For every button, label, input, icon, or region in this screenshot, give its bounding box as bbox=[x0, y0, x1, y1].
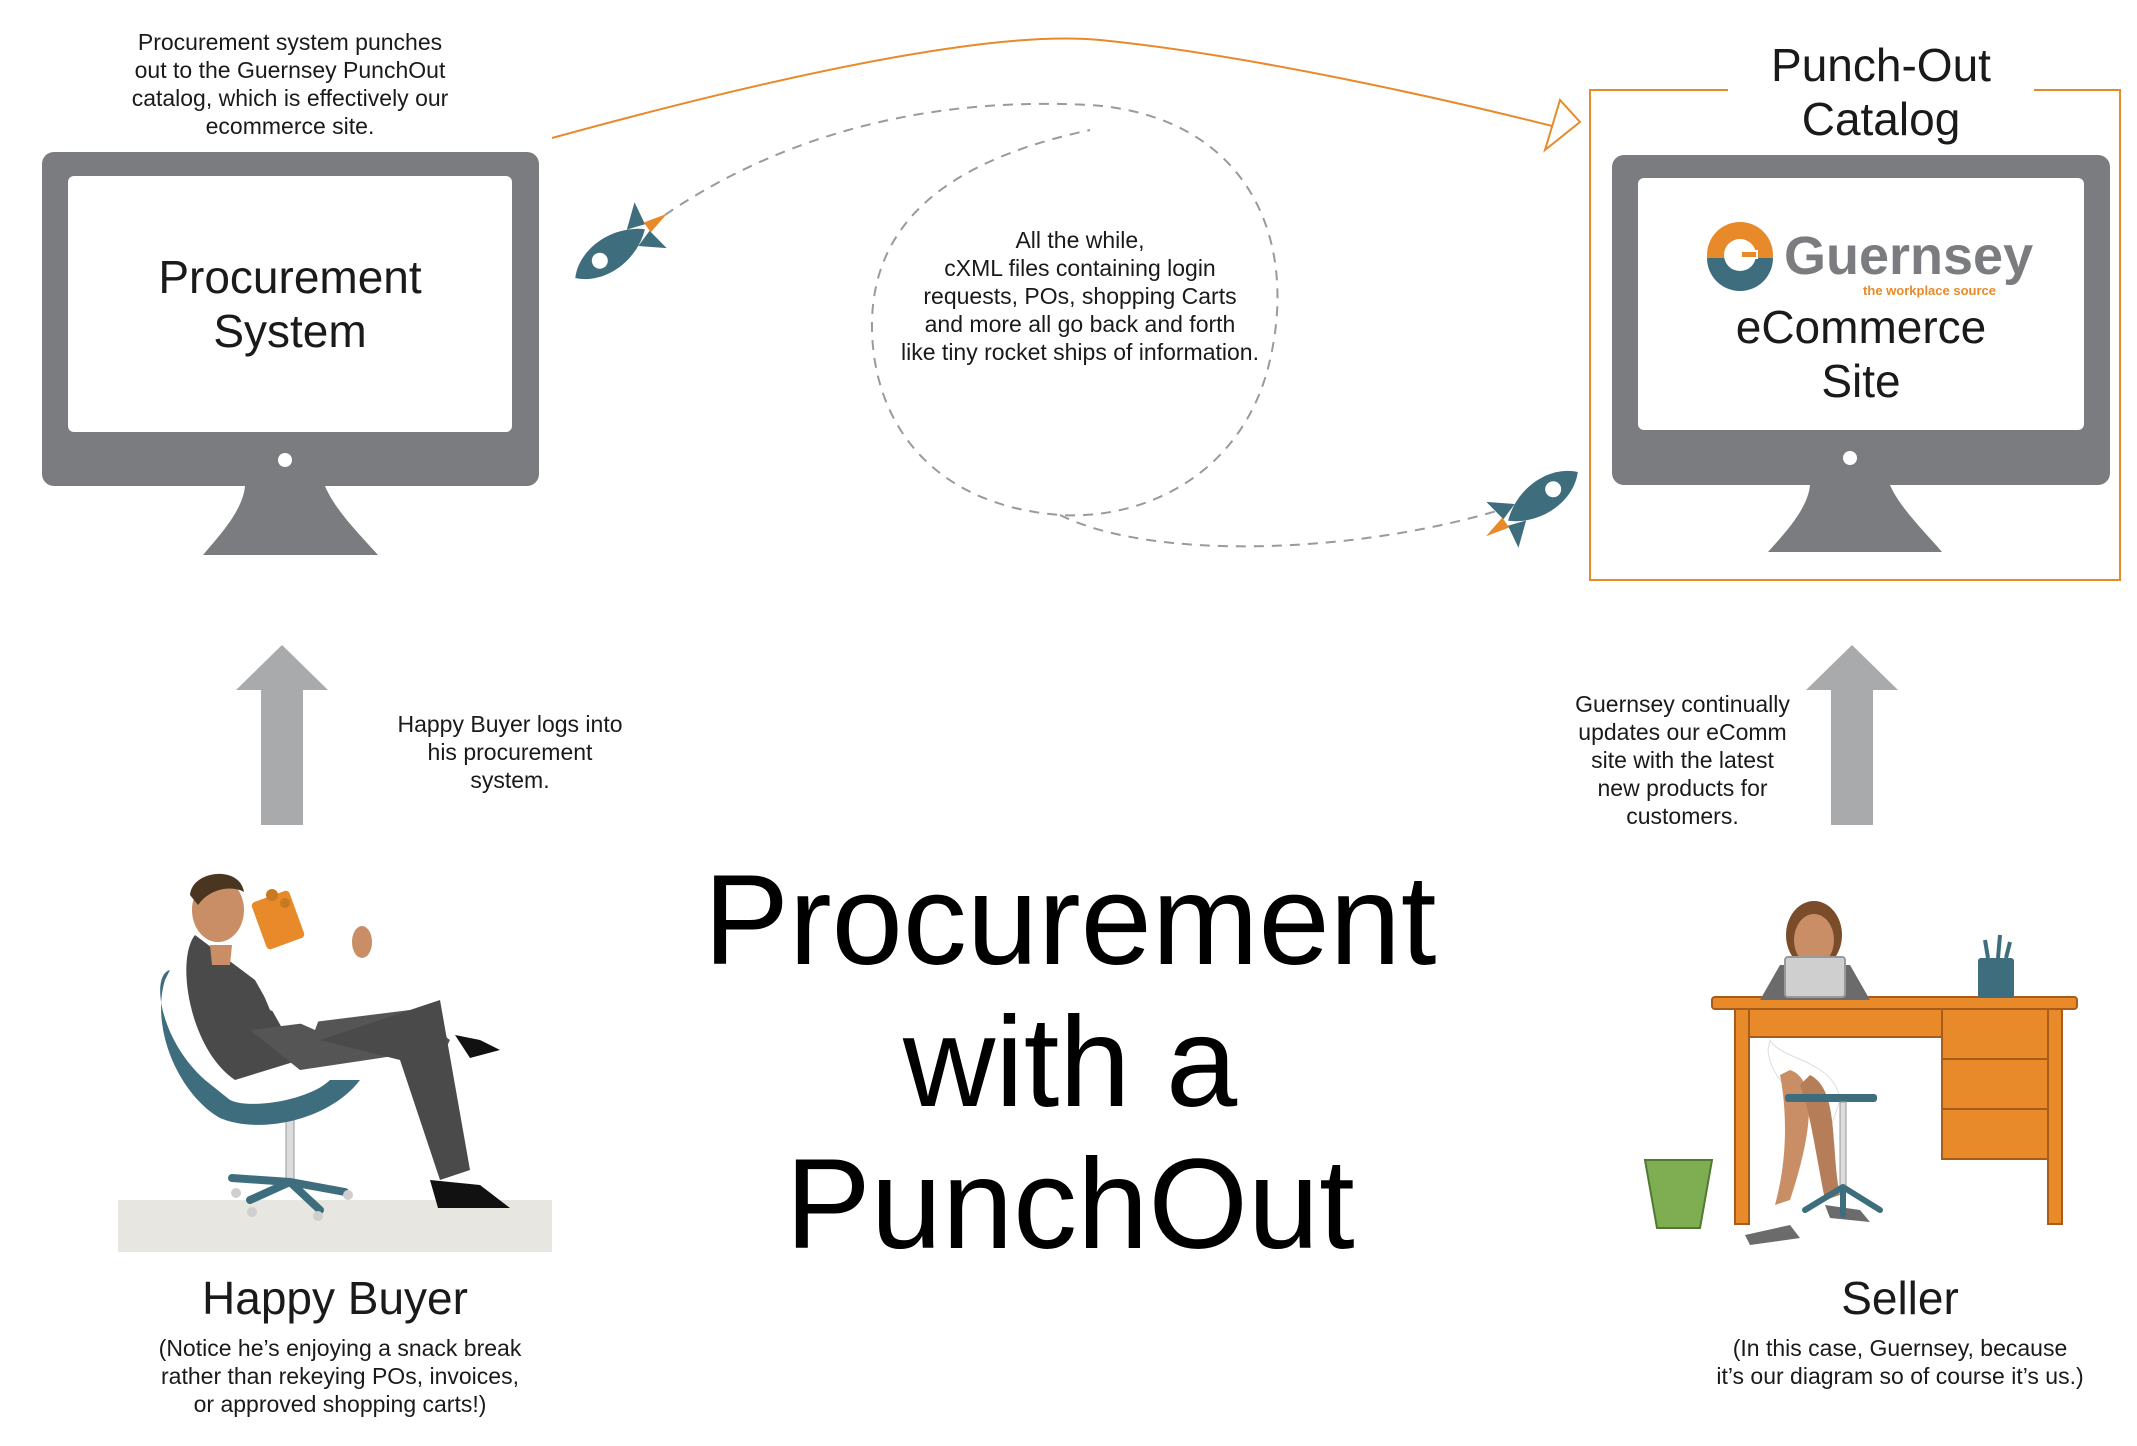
seller-subcaption: (In this case, Guernsey, because it’s ou… bbox=[1716, 1335, 2084, 1389]
punchout-catalog-title: Punch-Out Catalog bbox=[1728, 38, 2034, 146]
buyer-illustration bbox=[118, 873, 552, 1252]
top-note: Procurement system punches out to the Gu… bbox=[131, 29, 449, 139]
rocket-icon-left bbox=[575, 202, 667, 280]
guernsey-brand-name: Guernsey bbox=[1784, 226, 2034, 286]
cxml-dashed-path bbox=[664, 102, 1279, 517]
procurement-system-label: Procurement System bbox=[158, 251, 422, 357]
cxml-note: All the while, cXML files containing log… bbox=[901, 227, 1259, 365]
seller-up-arrow bbox=[1806, 645, 1898, 825]
rocket-icon-right bbox=[1486, 470, 1578, 548]
buyer-caption: Happy Buyer bbox=[202, 1272, 468, 1324]
guernsey-logo-icon bbox=[1707, 222, 1773, 291]
punchout-arrow bbox=[551, 37, 1561, 139]
cxml-dashed-path-lower bbox=[1059, 509, 1501, 548]
left-monitor bbox=[42, 152, 539, 555]
guernsey-tagline: the workplace source bbox=[1863, 283, 1996, 298]
punchout-arrowhead bbox=[1543, 98, 1582, 153]
buyer-note: Happy Buyer logs into his procurement sy… bbox=[397, 711, 623, 793]
ecommerce-site-label: eCommerce Site bbox=[1735, 301, 1987, 407]
main-title: Procurement with a PunchOut bbox=[703, 849, 1437, 1276]
seller-illustration bbox=[1643, 901, 2078, 1245]
buyer-subcaption: (Notice he’s enjoying a snack break rath… bbox=[158, 1335, 522, 1417]
seller-note: Guernsey continually updates our eComm s… bbox=[1575, 691, 1790, 829]
buyer-up-arrow bbox=[236, 645, 328, 825]
guernsey-logo-text: Guernsey the workplace source bbox=[1784, 226, 2034, 298]
seller-caption: Seller bbox=[1841, 1272, 1959, 1324]
